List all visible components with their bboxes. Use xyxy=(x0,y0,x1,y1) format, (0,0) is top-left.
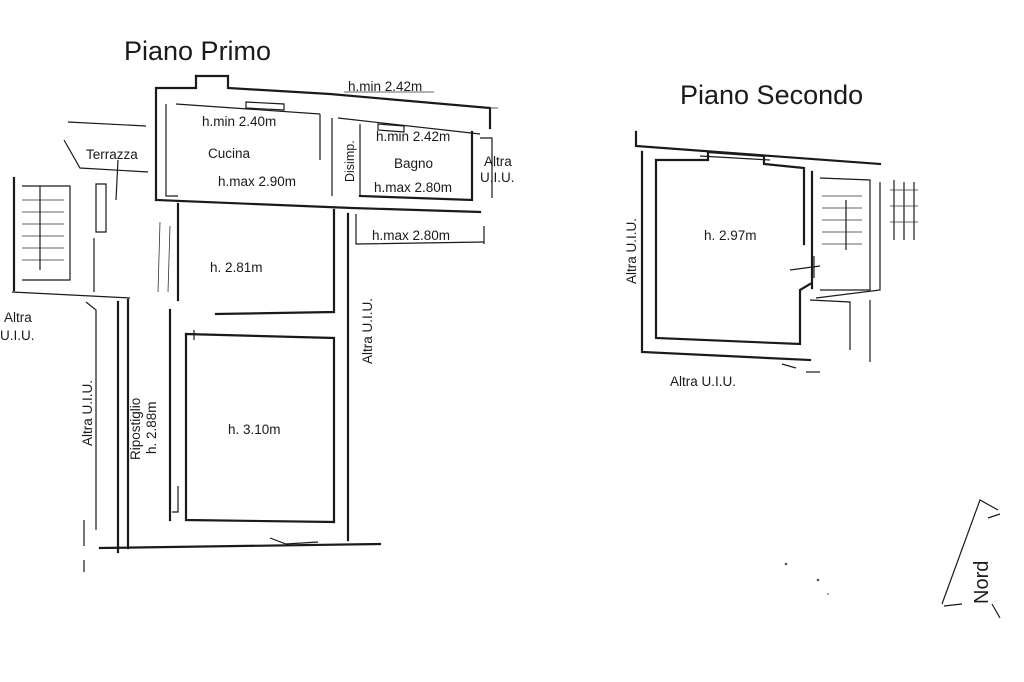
label-bagno: Bagno xyxy=(394,156,433,171)
label-altra-right-1: Altra xyxy=(484,154,512,169)
label-room-281: h. 2.81m xyxy=(210,260,263,275)
north-indicator: Nord xyxy=(941,499,1001,619)
label-disimp: Disimp. xyxy=(343,140,357,182)
title-piano-secondo: Piano Secondo xyxy=(680,80,863,110)
label-cucina-hmin: h.min 2.40m xyxy=(202,114,276,129)
label-room-297: h. 2.97m xyxy=(704,228,757,243)
label-altra-bottom-second: Altra U.I.U. xyxy=(670,374,736,389)
first-floor-labels: Terrazza Cucina h.min 2.40m h.max 2.90m … xyxy=(0,79,515,460)
first-floor-walls xyxy=(11,74,498,572)
label-ripostiglio: Ripostiglio xyxy=(128,398,143,460)
label-room-310: h. 3.10m xyxy=(228,422,281,437)
label-right-hmax: h.max 2.80m xyxy=(372,228,450,243)
scan-specks xyxy=(784,562,829,595)
label-cucina-hmax: h.max 2.90m xyxy=(218,174,296,189)
label-bagno-hmin: h.min 2.42m xyxy=(376,129,450,144)
label-top-hmin: h.min 2.42m xyxy=(348,79,422,94)
second-floor-labels: h. 2.97m Altra U.I.U. Altra U.I.U. xyxy=(624,218,757,389)
label-altra-left-2: U.I.U. xyxy=(0,328,35,343)
second-floor-walls xyxy=(634,130,918,373)
label-altra-vertical-left: Altra U.I.U. xyxy=(80,380,95,446)
label-bagno-hmax: h.max 2.80m xyxy=(374,180,452,195)
label-altra-vertical-second: Altra U.I.U. xyxy=(624,218,639,284)
label-altra-left-1: Altra xyxy=(4,310,32,325)
label-terrazza: Terrazza xyxy=(86,147,138,162)
label-altra-vertical-mid: Altra U.I.U. xyxy=(360,298,375,364)
label-altra-right-2: U.I.U. xyxy=(480,170,515,185)
label-ripostiglio-h: h. 2.88m xyxy=(144,401,159,454)
label-cucina: Cucina xyxy=(208,146,251,161)
title-piano-primo: Piano Primo xyxy=(124,36,271,66)
north-label: Nord xyxy=(971,561,993,604)
